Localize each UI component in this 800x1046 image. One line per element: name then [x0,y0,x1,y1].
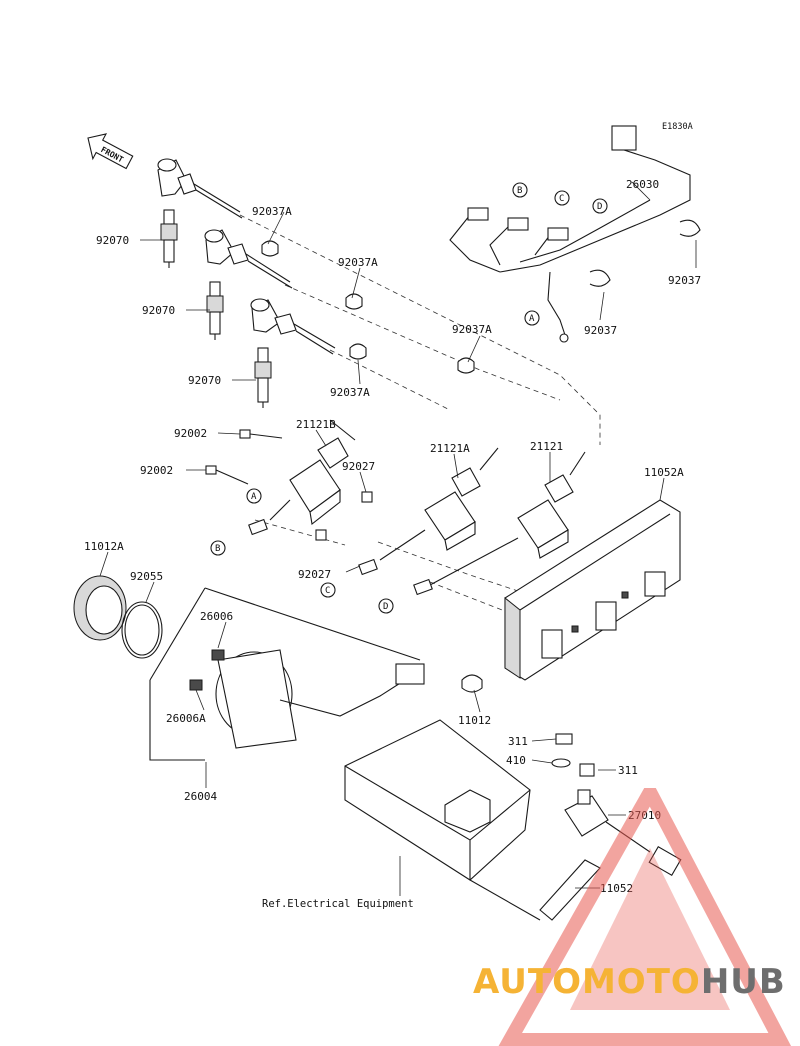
callout-a-harness: A [524,310,540,326]
callout-a-coil-label: A [251,492,257,502]
label-spark-plug-3: 92070 [188,374,221,387]
ignition-coil-b [269,419,356,526]
callout-c-harness: C [554,190,570,206]
plug-cap-3 [250,298,336,355]
label-cap-clamp-3: 92037A [452,323,492,336]
front-arrow-icon: FRONT [87,133,134,170]
collars [315,491,373,541]
callout-a-coil: A [246,488,262,504]
cap-11012 [461,674,483,693]
label-sensor-assy: 26004 [184,790,217,803]
ignition-coil [429,451,586,586]
coil-connectors [248,518,433,596]
label-collar-1: 92027 [342,460,375,473]
callout-b-harness: B [512,182,528,198]
cap-clamps [261,240,475,374]
callout-b-coil: B [210,540,226,556]
label-cap-clamp-2: 92037A [338,256,378,269]
label-cap-clamp-1: 92037A [252,205,292,218]
watermark-logo: AUTOMOTOHUB [473,962,786,1002]
label-cap: 11012 [458,714,491,727]
coil-bracket [504,499,681,681]
label-coil-a: 21121A [430,442,470,455]
callout-c-label: C [559,194,564,204]
plug-cap-2 [204,229,293,289]
diagram-code: E1830A [662,122,693,132]
label-o-ring: 92055 [130,570,163,583]
callout-a-label: A [529,314,535,324]
label-spark-plug-1: 92070 [96,234,129,247]
electrical-box [344,719,541,921]
callout-c-coil-label: C [325,586,330,596]
ignition-coil-a [379,447,499,561]
callout-d-label: D [597,202,602,212]
ref-note: Ref.Electrical Equipment [262,898,414,910]
plug-cap-1 [157,158,243,219]
label-bolt-2: 92002 [140,464,173,477]
label-cap-clamp-4: 92037A [330,386,370,399]
gasket-and-o-ring [73,575,163,659]
label-bracket-a: 11052A [644,466,684,479]
callout-d-harness: D [592,198,608,214]
label-nut-1: 311 [508,735,528,748]
watermark-part1: AUTOMOTO [473,962,701,1002]
watermark-part2: HUB [700,962,786,1002]
label-gasket-a: 11012A [84,540,124,553]
callout-d-coil-label: D [383,602,388,612]
wire-harness [449,125,701,343]
callout-c-coil: C [320,582,336,598]
label-bracket: 11052 [600,882,633,895]
label-washer: 410 [506,754,526,767]
label-nut-2: 311 [618,764,638,777]
spark-plug-2 [206,281,224,340]
callout-d-coil: D [378,598,394,614]
sensor-assembly [149,587,425,761]
spark-plug-1 [160,209,178,268]
label-sensor-part-2: 26006A [166,712,206,725]
label-clamp-1: 92037 [668,274,701,287]
label-spark-plug-2: 92070 [142,304,175,317]
label-collar-2: 92027 [298,568,331,581]
label-coil: 21121 [530,440,563,453]
label-clamp-2: 92037 [584,324,617,337]
callout-b-coil-label: B [215,544,220,554]
callout-b-label: B [517,186,522,196]
bolts [205,429,283,485]
watermark-triangle-icon [498,788,792,1046]
part-labels: 92070 92070 92070 92037A 92037A 92037A 9… [84,178,701,910]
label-bolt-1: 92002 [174,427,207,440]
leader-lines [99,181,697,896]
dashed-reference-lines [239,214,601,616]
spark-plug-3 [254,347,272,408]
label-coil-b: 21121B [296,418,336,431]
label-harness: 26030 [626,178,659,191]
label-sensor-part-1: 26006 [200,610,233,623]
